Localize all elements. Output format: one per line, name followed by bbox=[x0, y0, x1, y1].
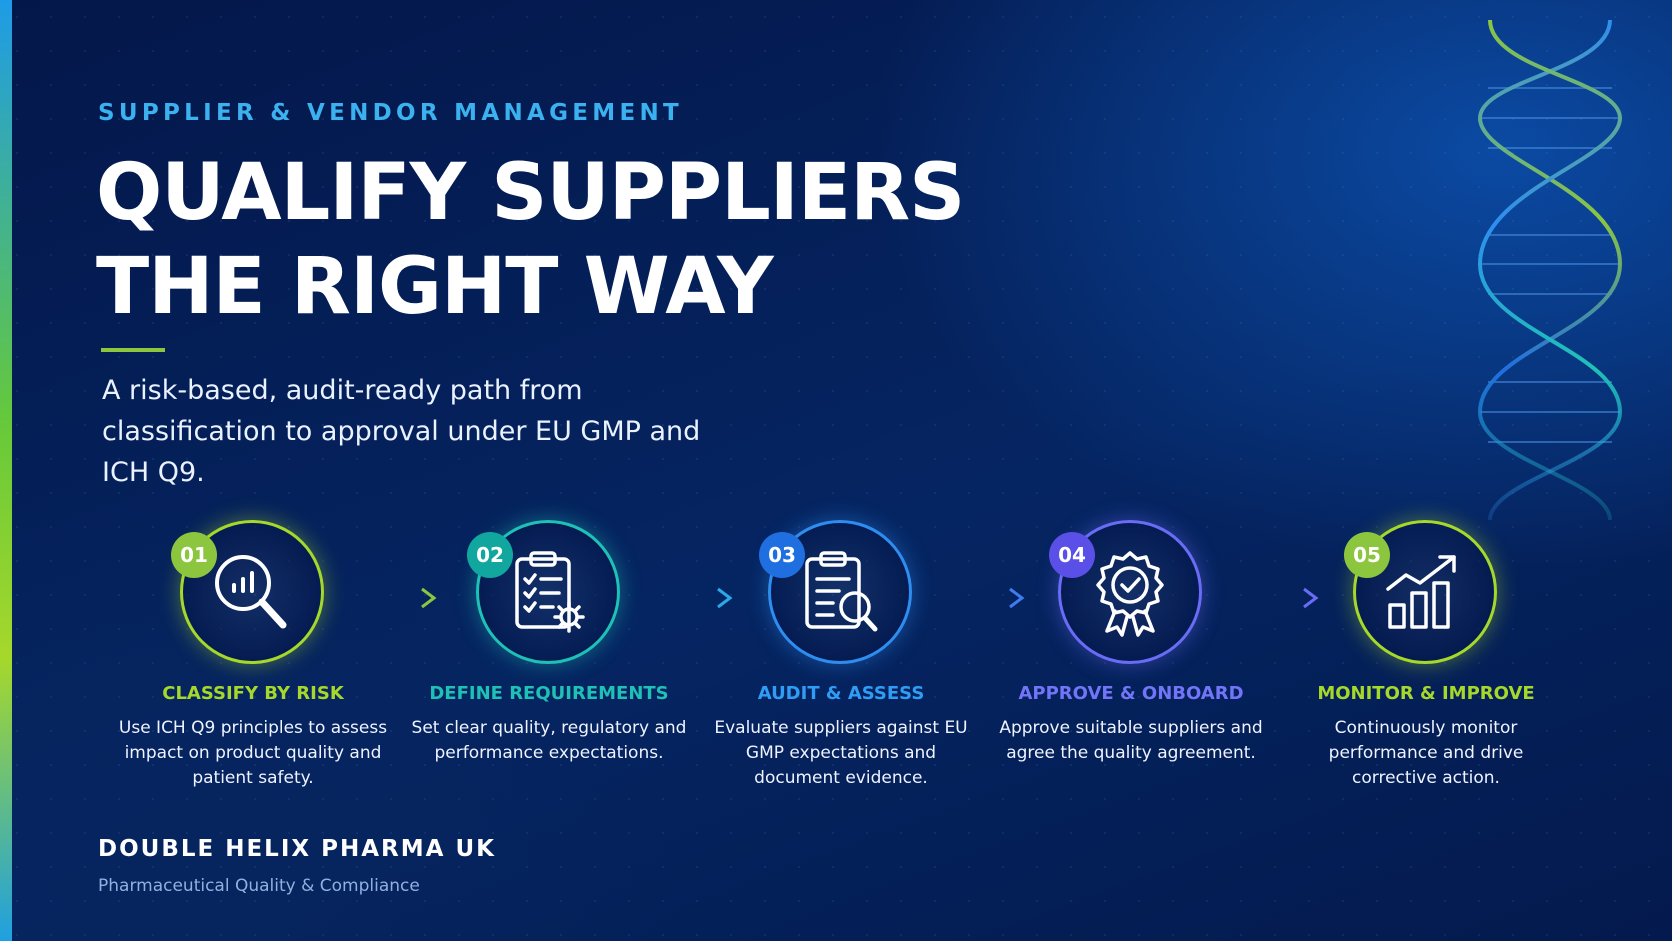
clipboard-search-icon bbox=[805, 551, 878, 632]
company-tagline: Pharmaceutical Quality & Compliance bbox=[98, 876, 420, 896]
growth-chart-icon bbox=[1386, 555, 1456, 629]
title-accent-line bbox=[101, 348, 165, 352]
step-description: Use ICH Q9 principles to assess impact o… bbox=[118, 718, 388, 788]
subtitle: A risk-based, audit-ready path from clas… bbox=[102, 375, 701, 488]
left-accent-bar bbox=[0, 0, 12, 941]
step-description: Set clear quality, regulatory and perfor… bbox=[411, 718, 687, 763]
dna-helix-icon bbox=[1477, 19, 1623, 520]
eyebrow-label: SUPPLIER & VENDOR MANAGEMENT bbox=[98, 100, 684, 126]
title-line-2: THE RIGHT WAY bbox=[96, 242, 774, 332]
step-title: APPROVE & ONBOARD bbox=[1018, 683, 1244, 704]
step-title: CLASSIFY BY RISK bbox=[162, 683, 344, 704]
step-number-badge: 05 bbox=[1344, 532, 1390, 578]
step-number-badge: 02 bbox=[467, 532, 513, 578]
step-number-badge: 03 bbox=[759, 532, 805, 578]
page-title: QUALIFY SUPPLIERS THE RIGHT WAY bbox=[96, 146, 965, 334]
award-check-icon bbox=[1096, 551, 1164, 637]
step-number-badge: 01 bbox=[171, 532, 217, 578]
arrow-right-icon bbox=[648, 587, 733, 609]
step-description: Evaluate suppliers against EU GMP expect… bbox=[714, 718, 968, 788]
arrow-right-icon bbox=[352, 587, 437, 609]
arrow-right-icon bbox=[940, 587, 1025, 609]
step-description: Approve suitable suppliers and agree the… bbox=[999, 718, 1263, 763]
magnifier-chart-icon bbox=[215, 555, 287, 629]
title-line-1: QUALIFY SUPPLIERS bbox=[96, 148, 965, 238]
step-description: Continuously monitor performance and dri… bbox=[1328, 718, 1524, 788]
step-title: DEFINE REQUIREMENTS bbox=[429, 683, 669, 704]
company-name: DOUBLE HELIX PHARMA UK bbox=[98, 836, 496, 862]
clipboard-gear-icon bbox=[515, 551, 585, 633]
step-title: MONITOR & IMPROVE bbox=[1317, 683, 1535, 704]
step-number-badge: 04 bbox=[1049, 532, 1095, 578]
step-title: AUDIT & ASSESS bbox=[757, 683, 925, 704]
arrow-right-icon bbox=[1234, 587, 1319, 609]
